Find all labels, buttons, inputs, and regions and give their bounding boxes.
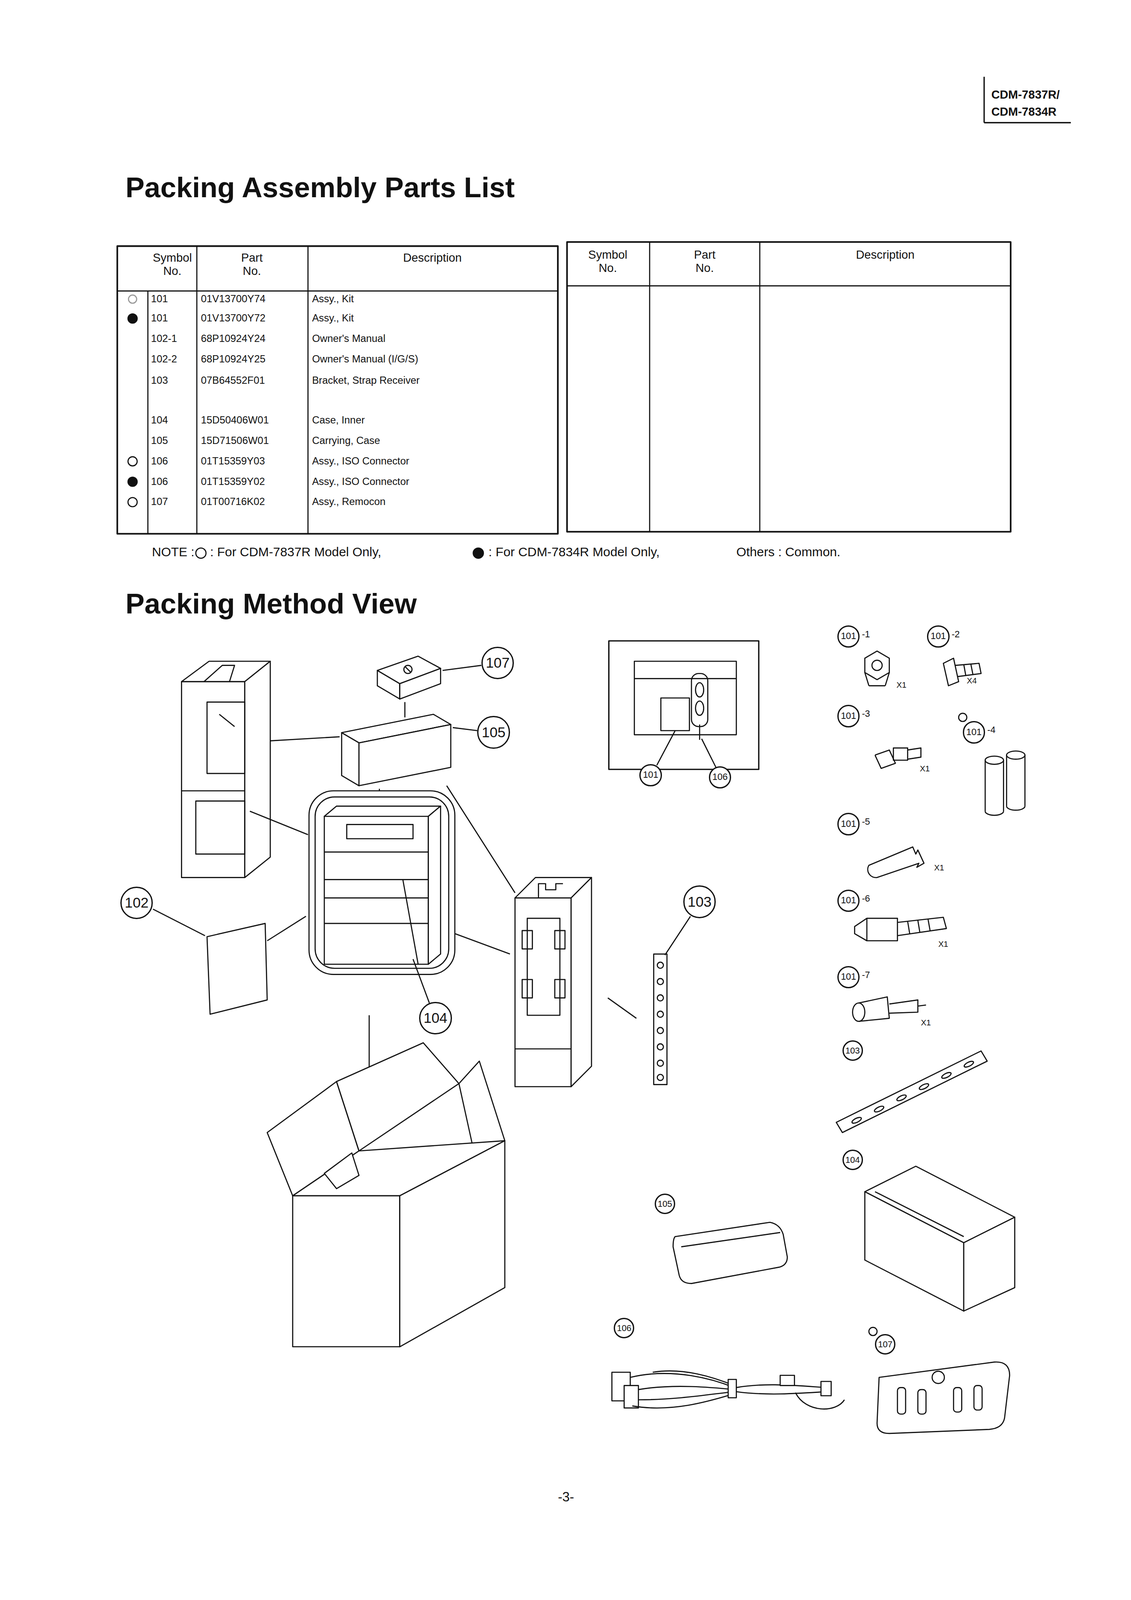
symbol-number: 104 <box>151 413 169 426</box>
callout-circle: 105 <box>654 1193 676 1214</box>
part-number: 15D71506W01 <box>201 434 269 446</box>
part-number: 01T00716K02 <box>201 495 266 508</box>
callout-number: 103 <box>687 894 712 909</box>
page-title: Packing Assembly Parts List <box>125 171 515 205</box>
column-header: Part No. <box>693 247 716 275</box>
callout-circle: 103 <box>842 1040 863 1061</box>
callout-circle: 107 <box>874 1333 896 1355</box>
callout-suffix: -5 <box>861 817 870 827</box>
callout-suffix: -4 <box>987 725 996 735</box>
part-description: Assy., Kit <box>311 311 354 324</box>
symbol-number: 106 <box>151 454 169 467</box>
part-number: 01T15359Y03 <box>201 454 266 467</box>
note-text: NOTE : <box>151 544 195 560</box>
quantity: X1 <box>919 763 930 774</box>
part-description: Assy., Remocon <box>311 495 386 508</box>
column-header: Description <box>855 247 915 262</box>
part-number: 01T15359Y02 <box>201 475 266 487</box>
callout-suffix: -6 <box>861 894 870 904</box>
part-number: 68P10924Y24 <box>201 332 266 344</box>
part-number: 01V13700Y72 <box>201 311 266 324</box>
part-number: 15D50406W01 <box>201 413 269 426</box>
callout-suffix: -3 <box>861 709 870 719</box>
quantity: X4 <box>966 676 977 686</box>
callout-circle: 106 <box>613 1317 635 1338</box>
callout-number: 101 <box>966 727 982 738</box>
part-description: Assy., ISO Connector <box>311 475 410 487</box>
callout-circle: 101-1 <box>837 625 860 648</box>
symbol-number: 106 <box>151 475 169 487</box>
callout-circle: 104 <box>842 1149 863 1170</box>
callout-number: 104 <box>423 1010 448 1025</box>
note-text: : For CDM-7837R Model Only, <box>209 544 382 560</box>
callout-circle: 101-7 <box>837 965 860 989</box>
symbol-number: 107 <box>151 495 169 508</box>
part-description: Assy., Kit <box>311 292 354 305</box>
callout-number: 101 <box>840 895 857 906</box>
callout-number: 107 <box>877 1339 893 1349</box>
symbol-number: 102-1 <box>151 332 178 344</box>
callout-suffix: -1 <box>861 629 870 640</box>
callout-number: 105 <box>657 1199 673 1208</box>
quantity: X1 <box>938 939 948 949</box>
callout-number: 106 <box>616 1323 632 1333</box>
part-description: Case, Inner <box>311 413 365 426</box>
callout-circle: 101 <box>639 763 662 787</box>
symbol-number: 103 <box>151 374 169 386</box>
callout-number: 104 <box>845 1155 860 1164</box>
part-description: Owner's Manual <box>311 332 386 344</box>
column-header: Symbol No. <box>152 250 193 278</box>
callout-circle: 103 <box>683 885 716 918</box>
part-description: Assy., ISO Connector <box>311 454 410 467</box>
section-title: Packing Method View <box>125 587 417 621</box>
callout-circle: 105 <box>477 715 510 749</box>
callout-circle: 101-5 <box>837 812 860 836</box>
callout-circle: 101-3 <box>837 704 860 728</box>
callout-number: 101 <box>840 711 857 721</box>
callout-number: 103 <box>845 1046 860 1055</box>
column-header: Description <box>402 250 462 265</box>
quantity: X1 <box>934 862 945 873</box>
page-number: -3- <box>557 1489 575 1505</box>
callout-number: 101 <box>840 819 857 829</box>
callout-number: 101 <box>840 631 857 642</box>
callout-number: 101 <box>643 770 659 780</box>
callout-number: 101 <box>930 631 946 642</box>
quantity: X1 <box>921 1017 931 1028</box>
part-description: Bracket, Strap Receiver <box>311 374 420 386</box>
callout-number: 105 <box>481 725 506 740</box>
callout-suffix: -7 <box>861 970 870 980</box>
note-text: : For CDM-7834R Model Only, <box>488 544 660 560</box>
column-header: Symbol No. <box>588 247 628 275</box>
quantity: X1 <box>896 680 907 690</box>
part-description: Owner's Manual (I/G/S) <box>311 352 419 365</box>
callout-circle: 106 <box>708 766 732 789</box>
callout-number: 102 <box>124 895 149 910</box>
model-number: CDM-7837R/ <box>991 87 1060 102</box>
part-description: Carrying, Case <box>311 434 380 446</box>
part-number: 07B64552F01 <box>201 374 266 386</box>
callout-suffix: -2 <box>951 629 960 640</box>
part-number: 68P10924Y25 <box>201 352 266 365</box>
symbol-number: 101 <box>151 292 169 305</box>
callout-circle: 102 <box>120 886 153 919</box>
callout-circle: 104 <box>419 1001 452 1035</box>
symbol-number: 102-2 <box>151 352 178 365</box>
callout-number: 101 <box>840 972 857 982</box>
callout-circle: 101-6 <box>837 889 860 913</box>
model-number: CDM-7834R <box>991 104 1057 119</box>
callout-circle: 101-2 <box>926 625 950 648</box>
callout-number: 107 <box>485 655 510 670</box>
symbol-number: 105 <box>151 434 169 446</box>
symbol-number: 101 <box>151 311 169 324</box>
callout-circle: 101-4 <box>962 720 986 744</box>
part-number: 01V13700Y74 <box>201 292 266 305</box>
note-text: Others : Common. <box>736 544 841 560</box>
callout-circle: 107 <box>481 646 514 680</box>
callout-number: 106 <box>712 772 728 782</box>
column-header: Part No. <box>241 250 263 278</box>
